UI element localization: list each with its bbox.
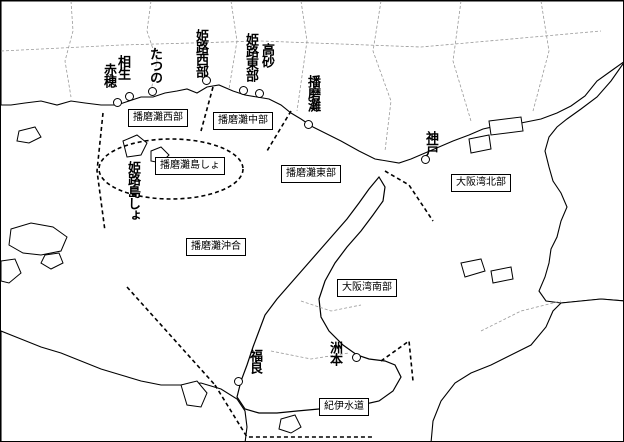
port-marker-fukura (234, 377, 243, 386)
port-marker-tatsuno (148, 87, 157, 96)
area-label-harimanada-okiai: 播磨灘沖合 (186, 238, 246, 256)
port-marker-sumoto (352, 353, 361, 362)
port-marker-takasago (255, 89, 264, 98)
place-label-takasago: 高砂 (259, 43, 274, 67)
port-marker-himeji-seibu (202, 76, 211, 85)
island-small-1 (40, 252, 64, 270)
reclaimed-land-3 (460, 258, 486, 278)
area-label-harimanada-tobu: 播磨灘東部 (281, 165, 341, 183)
port-marker-aioi (125, 92, 134, 101)
boundary-seibu-okiai (96, 112, 106, 232)
boundary-kobe-awaji (384, 170, 434, 222)
reclaimed-land-4 (490, 266, 514, 284)
area-label-harimanada-seibu: 播磨灘西部 (128, 109, 188, 127)
island-small-6 (180, 380, 208, 408)
place-label-ako: 赤穂 (101, 63, 116, 87)
kii-coastline (430, 298, 623, 441)
sea-area-boundaries (96, 86, 434, 438)
place-label-sumoto: 洲本 (327, 341, 342, 365)
place-label-himeji-tobu: 姫路東部 (243, 33, 258, 81)
area-label-harimanada-chubu: 播磨灘中部 (213, 112, 273, 130)
boundary-shimasho (98, 138, 244, 200)
island-small-4 (122, 134, 148, 158)
boundary-seibu-chubu (200, 86, 214, 132)
admin-borders (1, 1, 602, 360)
island-small-7 (278, 414, 302, 434)
place-label-aioi: 相生 (115, 55, 130, 79)
shikoku-coastline (1, 330, 248, 441)
reclaimed-land-1 (468, 134, 492, 154)
place-label-himeji-seibu: 姫路西部 (193, 29, 208, 77)
port-marker-himeji-tobu (239, 86, 248, 95)
port-marker-ako (113, 98, 122, 107)
honshu-coastline (1, 1, 623, 164)
area-label-kii-suido: 紀伊水道 (319, 398, 369, 416)
area-label-osakawan-nanbu: 大阪湾南部 (337, 279, 397, 297)
place-label-tatsuno: たつの (147, 47, 162, 83)
place-label-himeji-shima: 姫路島しょ (125, 161, 140, 221)
place-label-harimanada-nada: 播磨灘 (305, 75, 320, 111)
boundary-chubu-tobu (266, 110, 292, 152)
island-small-3 (16, 126, 42, 144)
area-label-osakawan-hokubu: 大阪湾北部 (451, 174, 511, 192)
island-left (8, 222, 68, 256)
port-marker-kobe (421, 155, 430, 164)
area-label-harimanada-shimasho: 播磨灘島しょ (155, 157, 225, 175)
boundary-okiai-kii (126, 286, 216, 386)
port-marker-harimanada-nada (304, 120, 313, 129)
island-small-2 (1, 258, 22, 284)
place-label-fukura: 福良 (247, 349, 262, 373)
place-label-kobe: 神戸 (423, 131, 438, 155)
reclaimed-land-2 (488, 116, 524, 136)
